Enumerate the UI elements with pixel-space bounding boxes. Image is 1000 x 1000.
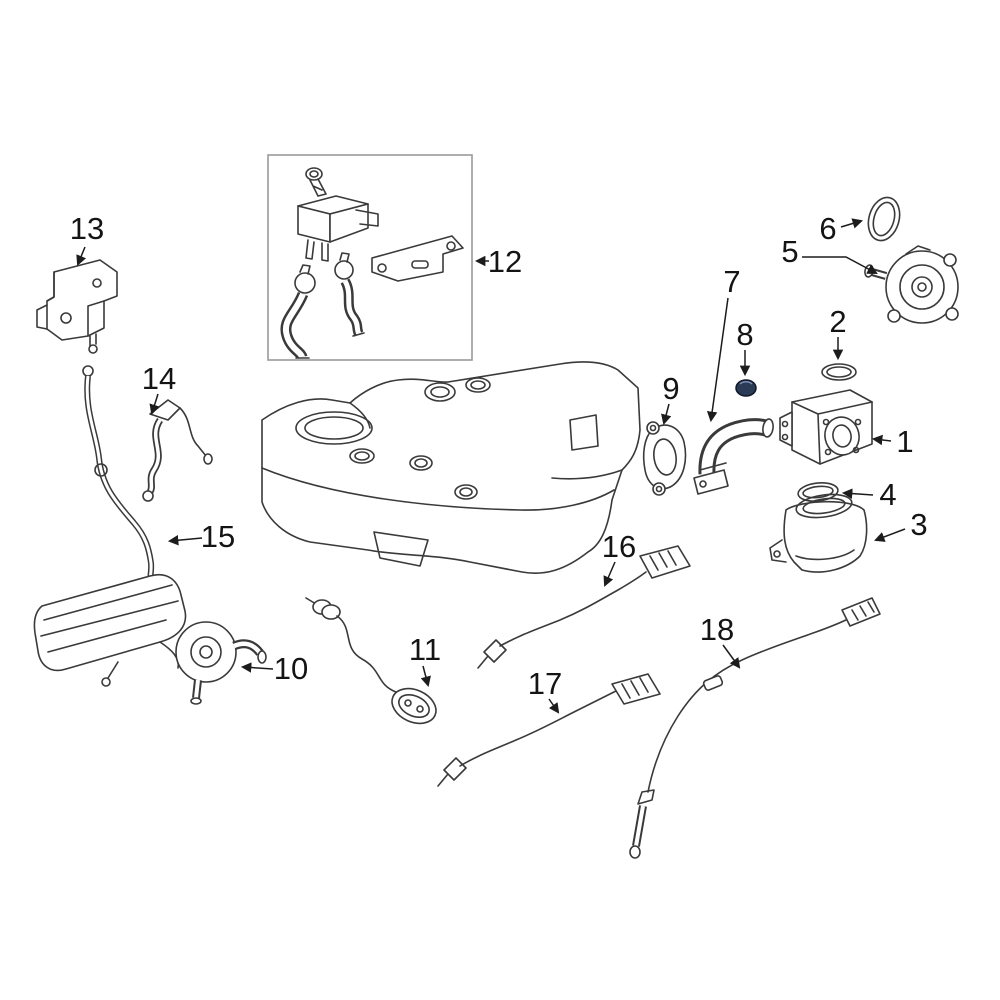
callout-9[interactable]: 9	[662, 371, 679, 406]
callout-10[interactable]: 10	[274, 651, 308, 686]
part-9-gasket-art	[642, 421, 687, 496]
part-6-oring-art	[867, 196, 901, 242]
part-8-cap-art	[735, 379, 757, 397]
part-3-housing-art	[769, 493, 868, 573]
leader-lines	[76, 218, 906, 714]
part-16-oxygen-sensor-art	[477, 545, 691, 669]
callout-4[interactable]: 4	[879, 477, 896, 512]
callout-16[interactable]: 16	[602, 529, 636, 564]
callout-3[interactable]: 3	[910, 507, 927, 542]
leader-11	[420, 665, 431, 688]
callout-2[interactable]: 2	[829, 304, 846, 339]
leader-14	[149, 393, 160, 416]
part-12-sensor-kit-art	[267, 154, 473, 361]
part-11-sensor-art	[305, 597, 437, 725]
callout-7[interactable]: 7	[723, 264, 740, 299]
part-15-tube-art	[82, 365, 159, 597]
callout-15[interactable]: 15	[201, 519, 235, 554]
callout-17[interactable]: 17	[528, 666, 562, 701]
leader-16	[603, 561, 616, 587]
leader-6	[840, 218, 864, 229]
part-1-egr-valve-art	[779, 389, 873, 465]
callout-5[interactable]: 5	[781, 234, 798, 269]
part-10-pump-art	[33, 574, 267, 705]
callout-11[interactable]: 11	[409, 632, 441, 667]
leader-17	[548, 698, 560, 714]
callout-8[interactable]: 8	[736, 317, 753, 352]
fuel-tank-art	[261, 361, 641, 574]
leader-9	[661, 403, 672, 426]
leader-5	[802, 256, 878, 274]
leader-13	[76, 246, 87, 266]
part-14-hose-art	[142, 399, 213, 502]
leader-1	[871, 434, 892, 446]
part-7-pipe-art	[693, 418, 774, 495]
part-2-oring-art	[821, 363, 857, 381]
leader-18	[722, 644, 741, 669]
part-13-bracket-art	[36, 259, 118, 354]
callout-12[interactable]: 12	[488, 244, 522, 279]
callout-6[interactable]: 6	[819, 211, 836, 246]
leader-15	[167, 534, 203, 546]
leader-3	[874, 528, 906, 542]
leader-4	[841, 488, 874, 499]
leader-7	[706, 297, 729, 423]
part-17-oxygen-sensor-art	[437, 673, 661, 787]
callout-1[interactable]: 1	[896, 424, 913, 459]
leader-10	[240, 662, 274, 673]
part-4-oring-art	[797, 482, 839, 502]
part-5-pump-art	[864, 245, 959, 324]
callout-13[interactable]: 13	[70, 211, 104, 246]
callout-14[interactable]: 14	[142, 361, 176, 396]
part-18-temp-sensor-art	[629, 597, 881, 859]
callout-18[interactable]: 18	[700, 612, 734, 647]
callout-labels: 13 12 14 15 10 11 16 17 18 9 7 8 6 5 2 1…	[70, 211, 928, 701]
